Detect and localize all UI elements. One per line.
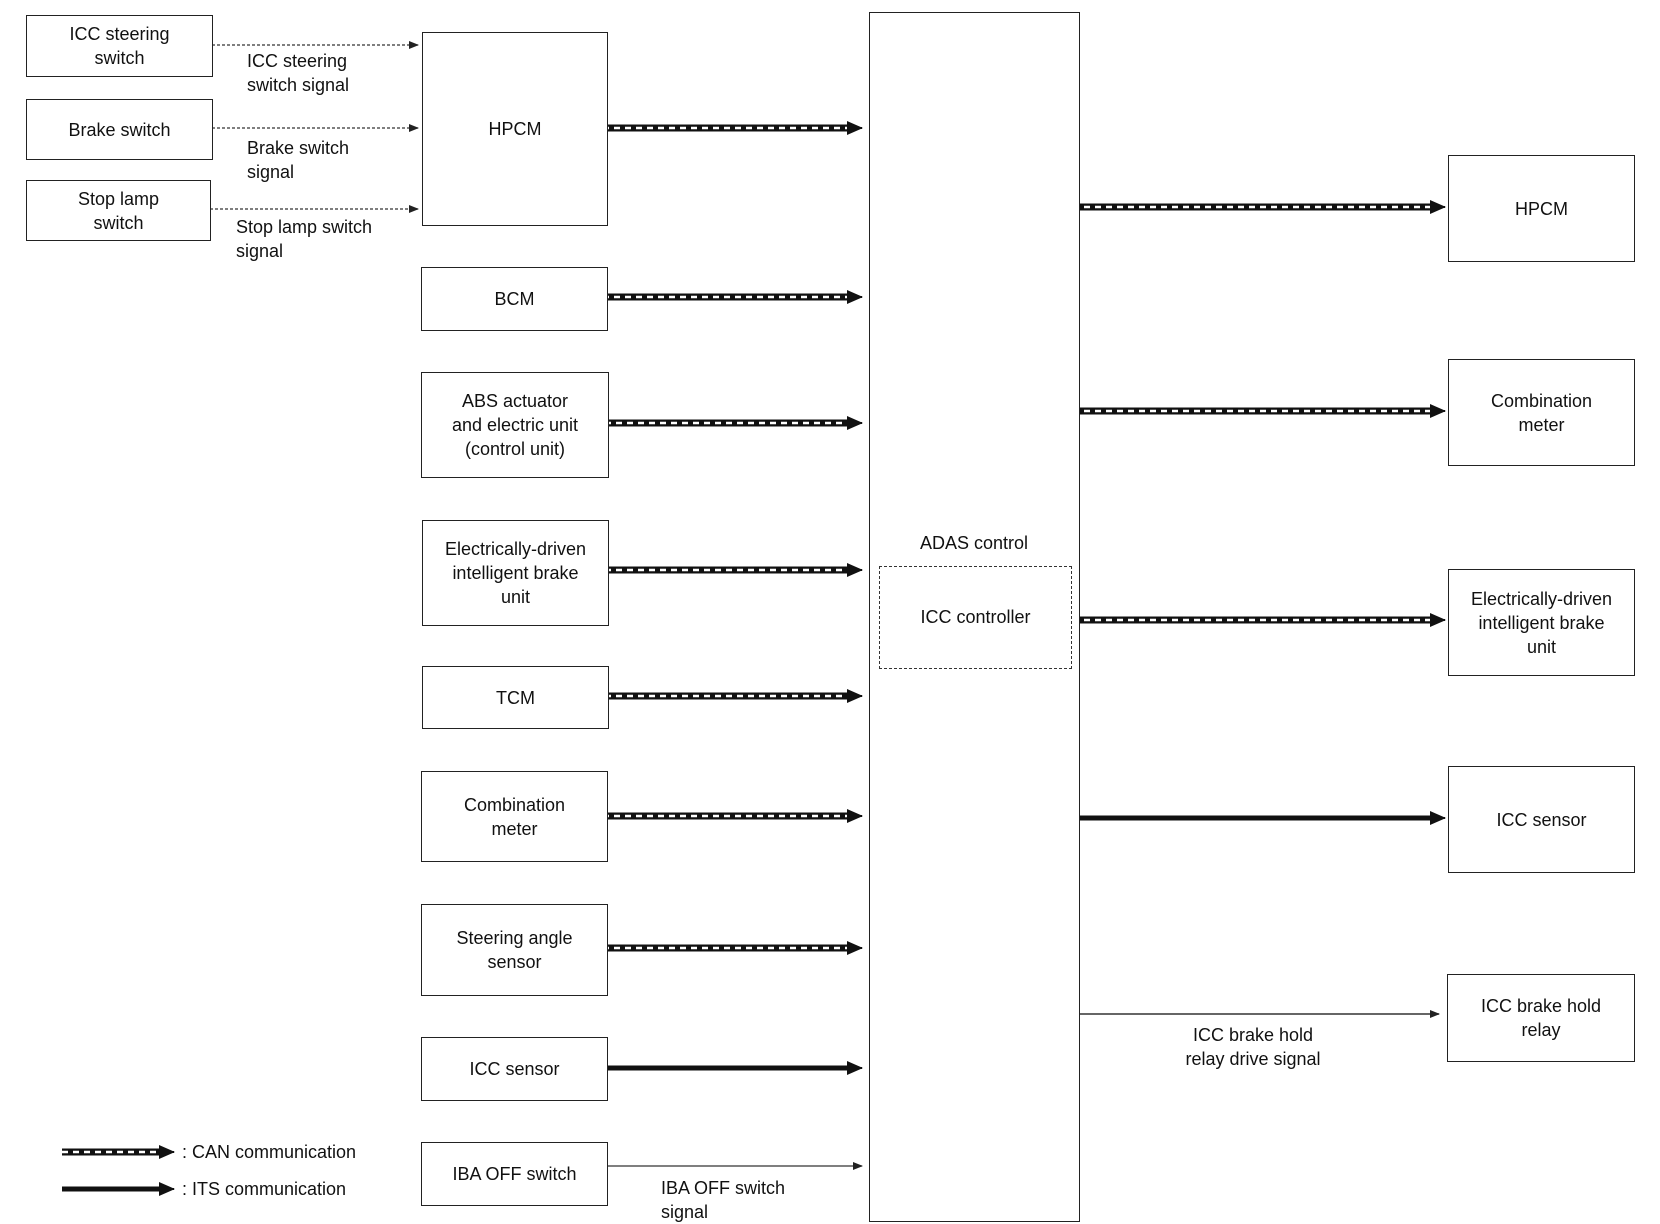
icc-brake-hold-relay-box: ICC brake hold relay (1447, 974, 1635, 1062)
icc-sensor-label-left: ICC sensor (469, 1059, 560, 1079)
brake-unit-label-right: Electrically-driven intelligent brake un… (1470, 588, 1613, 657)
brake-unit-box-left: Electrically-driven intelligent brake un… (422, 520, 609, 626)
icc-sensor-box-left: ICC sensor (421, 1037, 608, 1101)
brake-unit-box-right: Electrically-driven intelligent brake un… (1448, 569, 1635, 676)
adas-control-box (869, 12, 1080, 1222)
bcm-label: BCM (494, 289, 535, 309)
steering-angle-sensor-label: Steering angle sensor (456, 928, 573, 972)
brake-switch-signal-label: Brake switch signal (247, 138, 350, 182)
stop-lamp-switch-label: Stop lamp switch (77, 188, 160, 233)
relay-drive-signal-label: ICC brake hold relay drive signal (1185, 1025, 1321, 1069)
stop-lamp-switch-box: Stop lamp switch (26, 180, 211, 241)
combination-meter-box-left: Combination meter (421, 771, 608, 862)
legend-can-label: : CAN communication (182, 1142, 357, 1162)
combination-meter-label-left: Combination meter (463, 794, 566, 839)
iba-off-switch-signal-label: IBA OFF switch signal (661, 1178, 786, 1222)
combination-meter-box-right: Combination meter (1448, 359, 1635, 466)
hpcm-box-left: HPCM (422, 32, 608, 226)
hpcm-label-right: HPCM (1515, 198, 1568, 219)
hpcm-label-left: HPCM (488, 119, 542, 139)
steering-angle-sensor-box: Steering angle sensor (421, 904, 608, 996)
icc-brake-hold-relay-label: ICC brake hold relay (1480, 996, 1602, 1040)
icc-sensor-label-right: ICC sensor (1496, 809, 1587, 830)
iba-off-switch-box: IBA OFF switch (421, 1142, 608, 1206)
icc-sensor-box-right: ICC sensor (1448, 766, 1635, 873)
icc-steering-switch-signal-label: ICC steering switch signal (247, 51, 350, 95)
abs-actuator-label: ABS actuator and electric unit (control … (451, 391, 579, 459)
stop-lamp-switch-signal-label: Stop lamp switch signal (236, 217, 373, 261)
adas-control-label: ADAS control (919, 533, 1029, 553)
iba-off-switch-label: IBA OFF switch (452, 1164, 577, 1184)
brake-switch-box: Brake switch (26, 99, 213, 160)
abs-actuator-box: ABS actuator and electric unit (control … (421, 372, 609, 478)
icc-controller-box: ICC controller (879, 566, 1072, 669)
bcm-box: BCM (421, 267, 608, 331)
tcm-box: TCM (422, 666, 609, 729)
icc-steering-switch-label: ICC steering switch (69, 24, 170, 68)
combination-meter-label-right: Combination meter (1490, 390, 1593, 435)
brake-switch-label: Brake switch (68, 119, 171, 140)
brake-unit-label-left: Electrically-driven intelligent brake un… (444, 539, 587, 607)
hpcm-box-right: HPCM (1448, 155, 1635, 262)
tcm-label: TCM (496, 687, 535, 708)
icc-controller-label: ICC controller (920, 607, 1031, 627)
icc-steering-switch-box: ICC steering switch (26, 15, 213, 77)
legend-its-label: : ITS communication (182, 1179, 347, 1199)
